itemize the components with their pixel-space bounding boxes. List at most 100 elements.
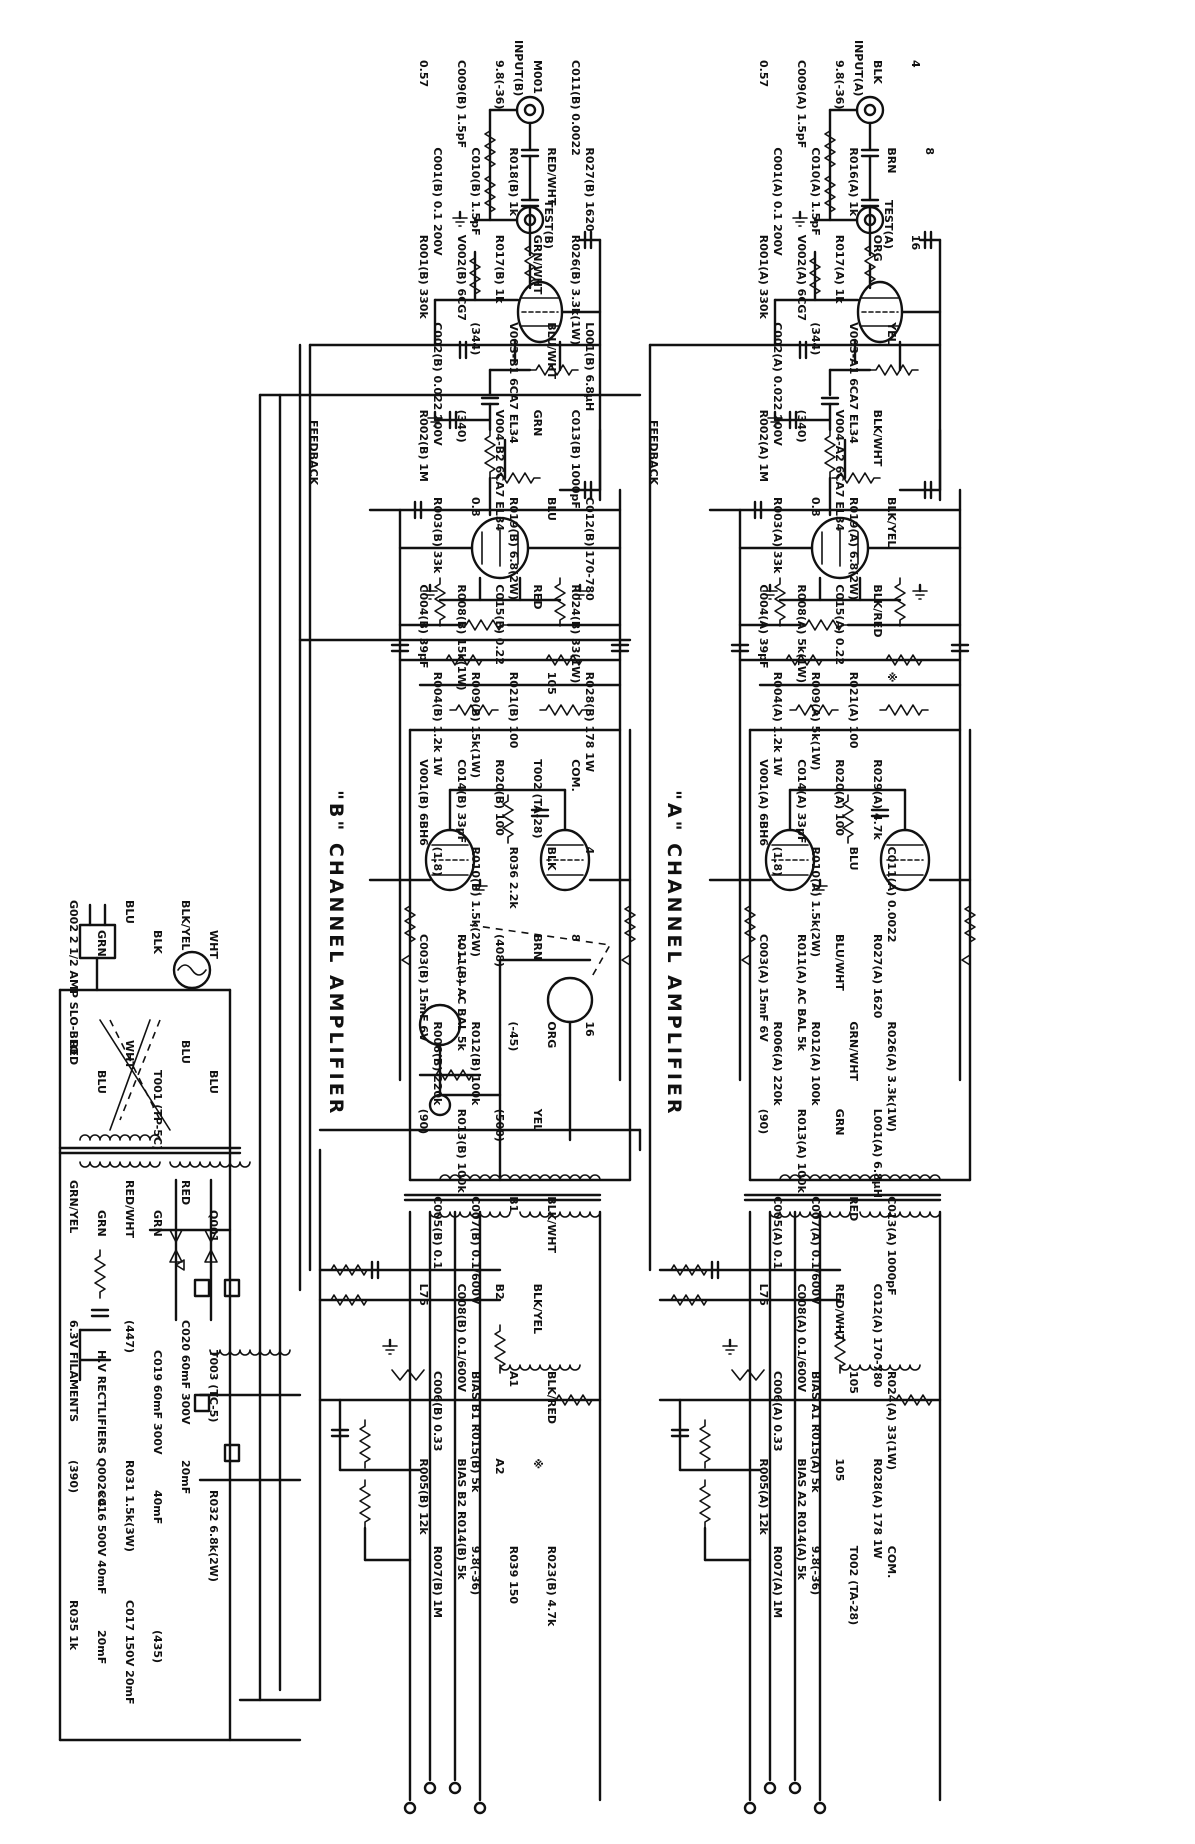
channel-b-label-76: C013(B) 1000pF xyxy=(569,410,582,509)
power-supply-label-31: 20mF xyxy=(95,1630,108,1664)
channel-b-label-45: R036 2.2k xyxy=(507,847,520,910)
channel-a-label-64: R027(A) 1620 xyxy=(871,934,884,1019)
channel-a-label-21: (344) xyxy=(809,322,822,355)
channel-b-label-26: C014(B) 33pF xyxy=(455,759,468,843)
power-supply-label-7: BLU xyxy=(95,1070,108,1094)
channel-b-label-20: V002(B) 6CG7 xyxy=(455,235,468,321)
channel-a-label-1: C001(A) 0.1 200V xyxy=(771,147,784,256)
channel-a-label-14: L75 xyxy=(757,1284,770,1306)
channel-b-label-18: C009(B) 1.5pF xyxy=(455,60,468,148)
channel-b-label-28: R011(B) AC BAL 5k xyxy=(455,934,468,1052)
channel-b-label-43: R021(B) 100 xyxy=(507,672,520,749)
channel-b-label-58: GRN xyxy=(531,410,544,437)
power-supply-label-26: R031 1.5k(3W) xyxy=(123,1460,136,1552)
power-supply-label-23: T003 (TC-5) xyxy=(207,1350,220,1422)
channel-a-label-27: R010(A) 1.5k(2W) xyxy=(809,847,822,957)
channel-a-label-8: V001(A) 6BH6 xyxy=(757,759,770,846)
channel-a-label-34: BIAS A2 R014(A) 5k xyxy=(795,1458,808,1580)
channel-b-label-34: BIAS B2 R014(B) 5k xyxy=(455,1458,468,1580)
channel-a-label-10: C003(A) 15mF 6V xyxy=(757,934,770,1042)
power-supply-label-28: 20mF xyxy=(179,1460,192,1494)
channel-a-label-35: 9.8(-36) xyxy=(809,1546,822,1595)
channel-b-label-42: C015(B) 0.22 xyxy=(493,584,506,664)
channel-a-label-68: C012(A) 170-780 xyxy=(871,1284,884,1388)
power-supply-label-19: H.V RECTLIFIERS Q002×4 xyxy=(95,1350,108,1507)
channel-a-label-9: (1.8) xyxy=(771,847,784,877)
channel-a-label-61: ※ xyxy=(885,672,898,683)
channel-b-label-11: R006(B) 220k xyxy=(431,1021,444,1106)
channel-a-label-33: BIAS A1 R015(A) 5k xyxy=(809,1371,822,1493)
channel-b-feedback-label: FEEDBACK xyxy=(307,420,320,486)
channel-a-label-65: R026(A) 3.3k(1W) xyxy=(885,1021,898,1131)
channel-b-label-62: T002 (TA-28) xyxy=(531,759,544,838)
channel-a-label-5: R003(A) 33k xyxy=(771,497,784,574)
channel-b-label-79: R028(B) 178 1W xyxy=(583,672,596,772)
power-supply-label-6: RED xyxy=(67,1040,80,1065)
channel-b-label-61: 105 xyxy=(545,672,558,695)
channel-b-label-81: 4 xyxy=(583,847,596,855)
channel-b-label-39: V003-B1 6CA7 EL34 xyxy=(507,322,520,444)
channel-b-label-5: R003(B) 33k xyxy=(431,497,444,574)
power-supply-label-9: T001 (TP-5C) xyxy=(151,1070,164,1150)
channel-b-label-63: BLK xyxy=(545,847,558,871)
power-supply-label-20: (447) xyxy=(123,1320,136,1353)
channel-a-label-73: 8 xyxy=(923,147,936,155)
channel-b-label-47: (-45) xyxy=(507,1021,520,1051)
channel-b-label-6: C004(B) 39pF xyxy=(417,584,430,668)
channel-b-label-75: L001(B) 6.8μH xyxy=(583,322,596,411)
channel-a-label-38: R017(A) 1k xyxy=(833,235,846,304)
channel-a-label-17: R007(A) 1M xyxy=(771,1546,784,1618)
channel-b-label-65: ORG xyxy=(545,1021,558,1048)
channel-a-label-58: BLK/WHT xyxy=(871,410,884,467)
channel-a-label-45: BLU xyxy=(847,847,860,871)
channel-b-label-14: L75 xyxy=(417,1284,430,1306)
channel-b-label-27: R010(B) 1.5k(2W) xyxy=(469,847,482,957)
power-supply-label-24: (390) xyxy=(67,1460,80,1493)
channel-a-label-0: 0.57 xyxy=(757,60,770,87)
channel-a-label-41: R019(A) 6.8(2W) xyxy=(847,497,860,600)
channel-a-label-74: 16 xyxy=(909,235,922,251)
channel-a-label-15: C006(A) 0.33 xyxy=(771,1371,784,1452)
channel-a-label-60: BLK/RED xyxy=(871,584,884,637)
channel-a-label-2: R001(A) 330k xyxy=(757,235,770,320)
channel-b-input-jack: INPUT(B) xyxy=(512,40,525,96)
power-supply-label-25: C016 500V 40mF xyxy=(95,1490,108,1594)
channel-a-label-36: 9.8(-36) xyxy=(833,60,846,109)
channel-a-label-28: R011(A) AC BAL 5k xyxy=(795,934,808,1052)
channel-a-label-54: BLK xyxy=(871,60,884,84)
channel-b-label-74: R026(B) 3.3k(1W) xyxy=(569,235,582,345)
channel-b-label-24: R008(B) 15k(1W) xyxy=(455,584,468,690)
power-supply-label-13: GRN xyxy=(95,1210,108,1237)
channel-b-test-jack: TEST(B) xyxy=(542,200,555,249)
power-supply-label-22: C020 60mF 300V xyxy=(179,1320,192,1425)
channel-b-label-57: BLU/WHT xyxy=(545,322,558,379)
power-supply-label-14: RED/WHT xyxy=(123,1180,136,1238)
channel-a-label-70: R028(A) 178 1W xyxy=(871,1458,884,1558)
channel-b-label-60: RED xyxy=(531,584,544,609)
power-supply-label-18: 6.3V FILAMENTS xyxy=(67,1320,80,1422)
channel-a-label-3: C002(A) 0.022 200V xyxy=(771,322,784,446)
channel-a-label-4: R002(A) 1M xyxy=(757,410,770,482)
power-supply-label-3: BLK xyxy=(151,930,164,954)
channel-b-label-33: BIAS B1 R015(B) 5k xyxy=(469,1371,482,1493)
channel-b-label-77: C012(B) 170-780 xyxy=(583,497,596,601)
channel-a-label-22: (340) xyxy=(795,410,808,443)
channel-b-label-69: BLK/RED xyxy=(545,1371,558,1424)
channel-b-label-8: V001(B) 6BH6 xyxy=(417,759,430,846)
channel-b-label-3: C002(B) 0.022 200V xyxy=(431,322,444,446)
channel-a-label-43: R021(A) 100 xyxy=(847,672,860,749)
channel-b-label-15: C006(B) 0.33 xyxy=(431,1371,444,1451)
channel-a-label-39: V003-A1 6CA7 EL34 xyxy=(847,322,860,444)
channel-b-label-55: RED/WHT xyxy=(545,147,558,205)
channel-a-label-57: YEL xyxy=(885,321,898,345)
channel-b-label-66: YEL xyxy=(531,1108,544,1132)
channel-a-label-25: R009(A) 5k(1W) xyxy=(809,672,822,771)
channel-b-label-25: R009(B) 15k(1W) xyxy=(469,672,482,778)
channel-b-label-64: BRN xyxy=(531,934,544,960)
channel-b-label-13: C005(B) 0.1 xyxy=(431,1196,444,1269)
power-supply-label-11: BLU xyxy=(207,1070,220,1094)
channel-a-label-40: V004-A2 6CA7 EL34 xyxy=(833,410,846,532)
channel-a-title: "A" CHANNEL AMPLIFIER xyxy=(663,790,685,1117)
channel-a-label-62: R029(A) 4.7k xyxy=(871,759,884,840)
channel-b-label-31: C007(B) 0.1/600V xyxy=(469,1196,482,1305)
